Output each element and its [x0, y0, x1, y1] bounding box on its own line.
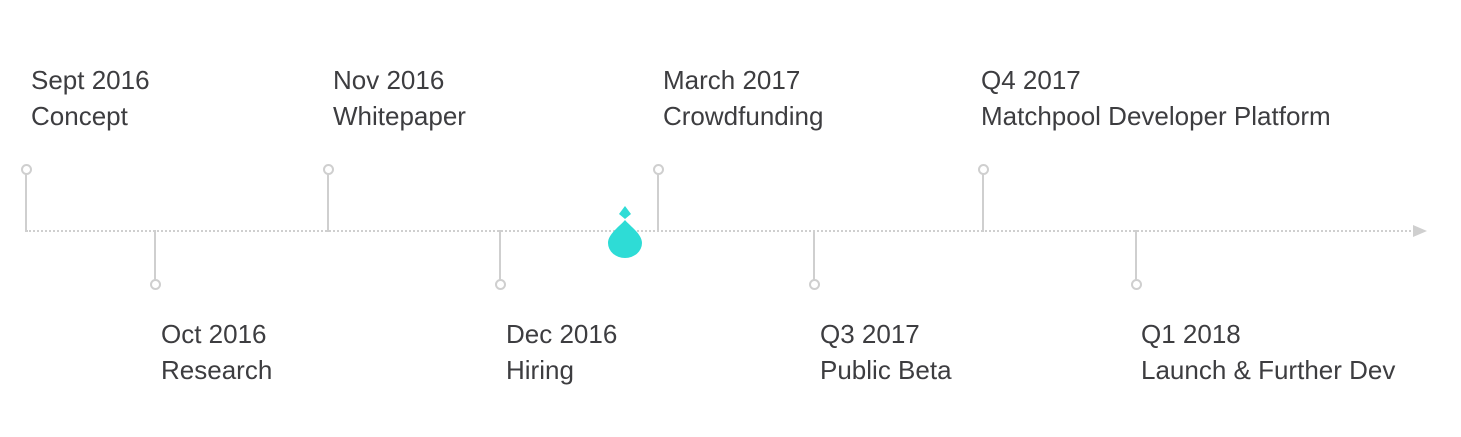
milestone-date: Sept 2016: [31, 65, 150, 95]
milestone-stem: [25, 174, 27, 232]
milestone-title: Public Beta: [820, 355, 952, 385]
milestone-date: Dec 2016: [506, 319, 618, 349]
milestone-title: Crowdfunding: [663, 101, 824, 131]
milestone-title: Hiring: [506, 355, 574, 385]
milestone-title: Research: [161, 355, 273, 385]
milestone-stem: [657, 174, 659, 232]
milestone-label: Q3 2017 Public Beta: [820, 316, 952, 388]
milestone-label: Nov 2016 Whitepaper: [333, 62, 466, 134]
milestone-date: Q1 2018: [1141, 319, 1241, 349]
axis-arrow-icon: [1413, 225, 1427, 237]
milestone-label: Q1 2018 Launch & Further Dev: [1141, 316, 1395, 388]
milestone-node: [653, 164, 664, 175]
milestone-title: Whitepaper: [333, 101, 466, 131]
milestone-date: Nov 2016: [333, 65, 445, 95]
drop-icon: [608, 206, 642, 258]
milestone-title: Concept: [31, 101, 128, 131]
milestone-date: Q3 2017: [820, 319, 920, 349]
milestone-title: Matchpool Developer Platform: [981, 101, 1331, 131]
milestone-stem: [154, 230, 156, 280]
milestone-node: [21, 164, 32, 175]
milestone-label: Sept 2016 Concept: [31, 62, 150, 134]
milestone-stem: [1135, 230, 1137, 280]
milestone-node: [1131, 279, 1142, 290]
milestone-node: [495, 279, 506, 290]
milestone-node: [978, 164, 989, 175]
milestone-label: March 2017 Crowdfunding: [663, 62, 823, 134]
milestone-label: Oct 2016 Research: [161, 316, 272, 388]
timeline-axis: [26, 230, 1418, 232]
milestone-date: March 2017: [663, 65, 801, 95]
milestone-node: [323, 164, 334, 175]
milestone-date: Q4 2017: [981, 65, 1081, 95]
milestone-label: Q4 2017 Matchpool Developer Platform: [981, 62, 1331, 134]
milestone-stem: [982, 174, 984, 232]
milestone-title: Launch & Further Dev: [1141, 355, 1396, 385]
milestone-stem: [813, 230, 815, 280]
milestone-node: [809, 279, 820, 290]
milestone-node: [150, 279, 161, 290]
milestone-date: Oct 2016: [161, 319, 267, 349]
milestone-label: Dec 2016 Hiring: [506, 316, 617, 388]
milestone-stem: [327, 174, 329, 232]
milestone-stem: [499, 230, 501, 280]
